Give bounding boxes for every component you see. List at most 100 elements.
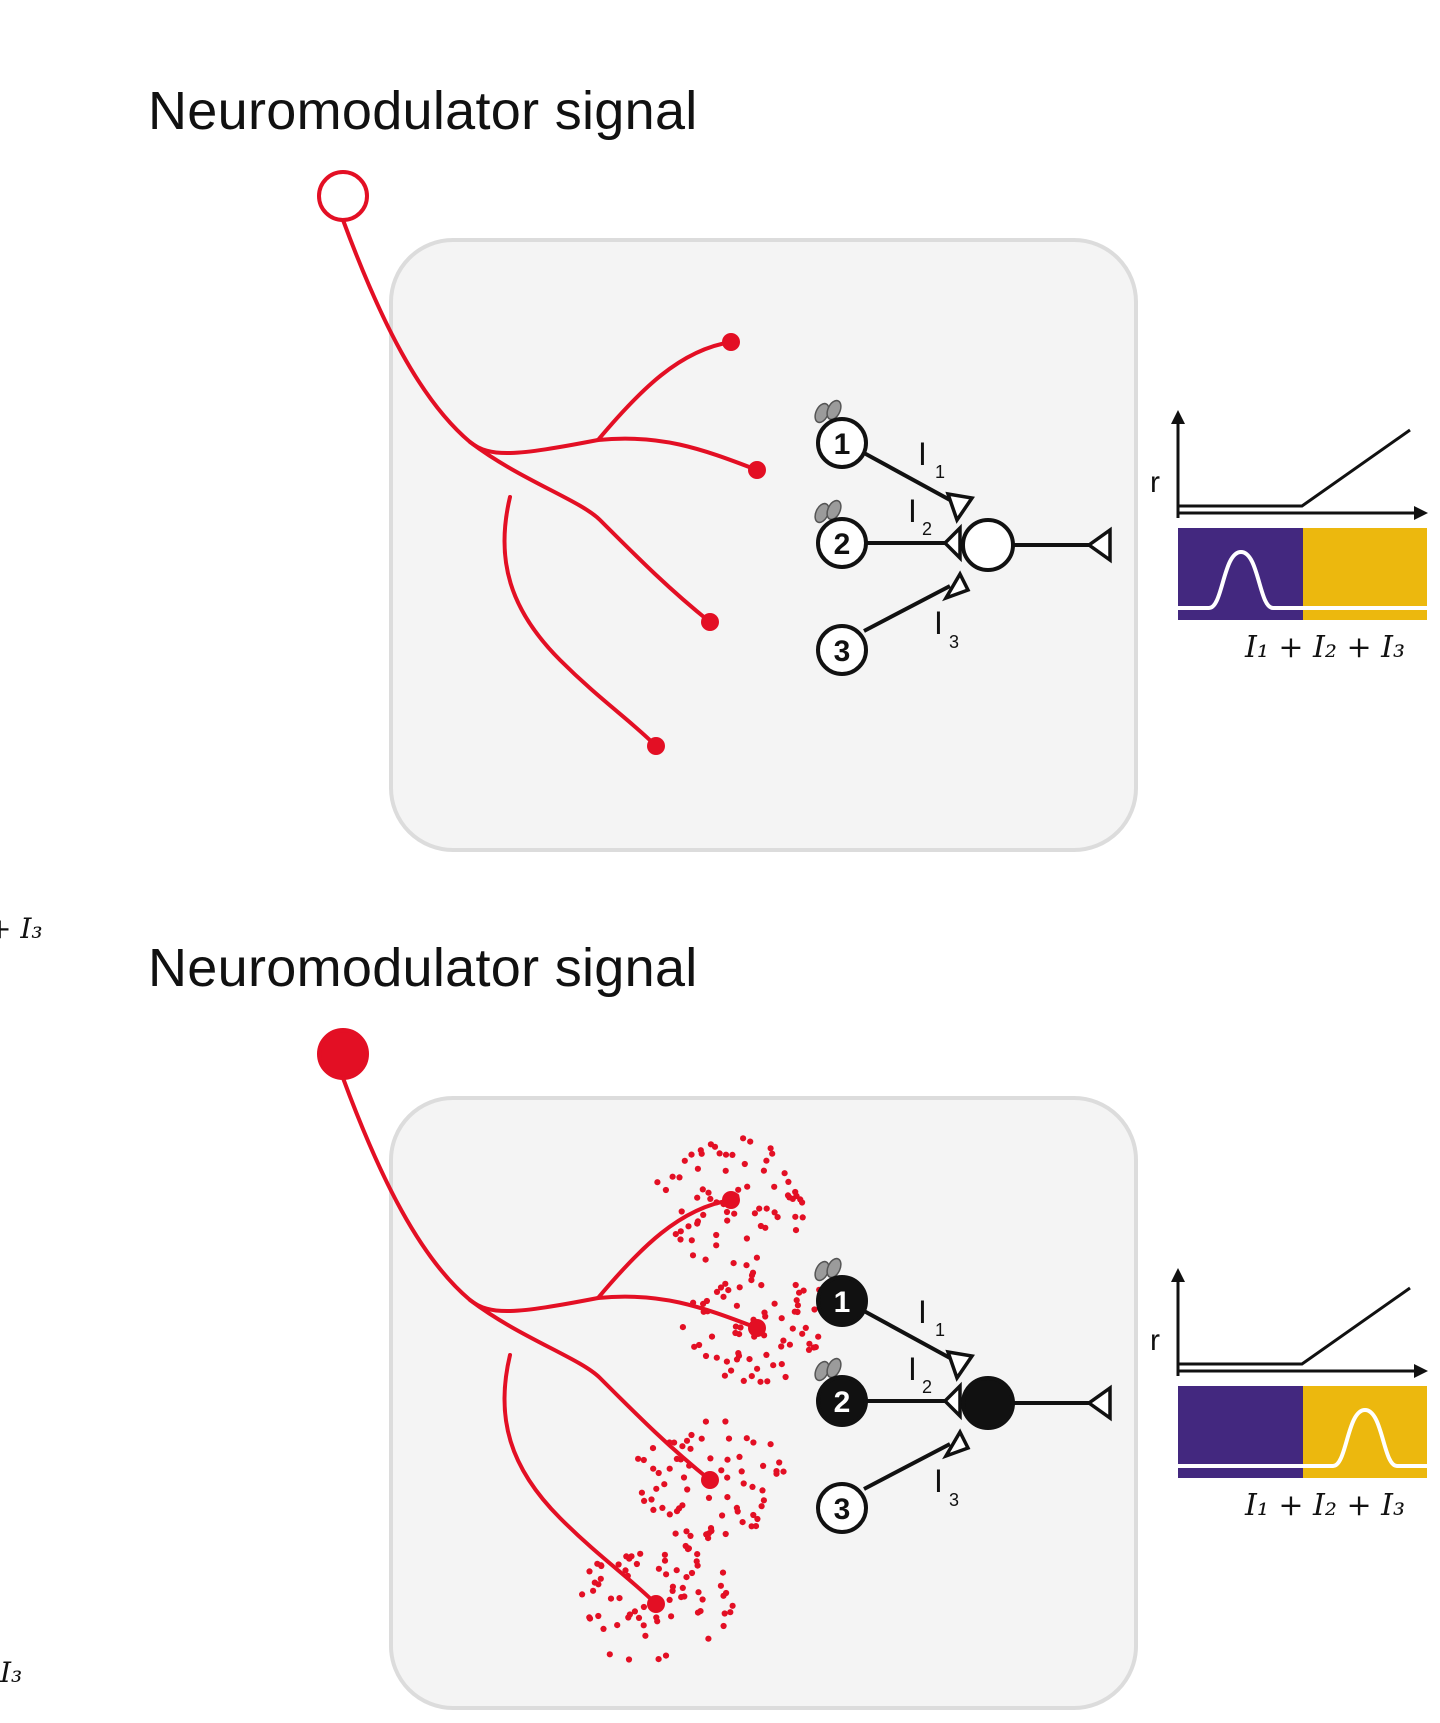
release-dot	[713, 1354, 720, 1361]
release-dot	[661, 1551, 669, 1558]
axon-branch-2	[596, 436, 759, 472]
release-dot	[702, 1256, 709, 1263]
release-dot	[595, 1612, 602, 1620]
release-dot	[748, 1373, 755, 1380]
release-dot	[662, 1186, 670, 1194]
release-dot	[723, 1358, 731, 1365]
release-dot	[729, 1602, 736, 1609]
release-dot	[789, 1325, 796, 1332]
release-dot	[683, 1437, 691, 1444]
tag-icon	[826, 1357, 842, 1379]
release-dot	[770, 1362, 777, 1369]
release-dot	[650, 1506, 657, 1513]
axon-terminal-3	[701, 1471, 719, 1489]
release-dot	[735, 1350, 742, 1357]
release-dot	[688, 1151, 695, 1158]
release-dot	[740, 1480, 747, 1487]
release-dot	[736, 1453, 743, 1460]
axon-terminal-4	[647, 1595, 665, 1613]
release-dot	[659, 1504, 666, 1511]
release-dot	[748, 1277, 755, 1284]
current-subscript-1: 1	[935, 462, 945, 482]
release-dot	[739, 1519, 746, 1526]
output-synapse	[1085, 1384, 1112, 1422]
release-dot	[642, 1632, 649, 1639]
release-dot	[683, 1574, 690, 1581]
release-dot	[746, 1356, 753, 1363]
release-dot	[792, 1188, 799, 1196]
release-dot	[721, 1372, 729, 1379]
release-dot	[685, 1223, 692, 1230]
release-dot	[716, 1150, 723, 1157]
release-dot	[689, 1252, 697, 1259]
axon-trunk	[341, 218, 600, 455]
release-dot	[698, 1150, 705, 1157]
release-dot	[673, 1567, 680, 1574]
release-dot	[784, 1192, 792, 1199]
release-dot	[752, 1523, 760, 1530]
synapse-2	[942, 523, 962, 563]
connection-1	[863, 1309, 951, 1360]
current-label-2: I	[908, 493, 917, 529]
activity-bump	[1178, 549, 1427, 610]
release-dot	[720, 1622, 727, 1630]
release-dot	[740, 1135, 747, 1142]
release-dot	[757, 1378, 764, 1385]
release-dot	[676, 1174, 683, 1181]
release-dot	[722, 1167, 729, 1174]
release-dot	[722, 1151, 730, 1158]
release-dot	[679, 1584, 686, 1591]
release-dot	[764, 1378, 771, 1385]
synapse-2	[942, 1381, 962, 1421]
release-dot	[757, 1222, 765, 1230]
x-axis-arrow	[1414, 1364, 1428, 1378]
release-dot	[750, 1439, 757, 1446]
release-dot	[793, 1297, 800, 1304]
current-subscript-3: 3	[949, 632, 959, 652]
release-dot	[774, 1214, 781, 1221]
input-neuron-label: 1	[834, 1286, 851, 1319]
axon-terminal-2	[748, 461, 766, 479]
input-neuron-1	[816, 417, 868, 469]
release-dot	[705, 1189, 712, 1196]
rate-axis-label: r	[1150, 1324, 1160, 1357]
output-synapse	[1085, 526, 1112, 564]
input-neuron-1	[816, 1275, 868, 1327]
release-dot	[763, 1157, 770, 1164]
release-dot	[679, 1502, 686, 1509]
release-dot	[743, 1235, 751, 1242]
release-dot	[737, 1324, 744, 1331]
release-dot	[579, 1591, 586, 1598]
release-dot	[677, 1236, 684, 1243]
release-dot	[673, 1508, 681, 1515]
release-dot	[707, 1455, 714, 1462]
release-dot	[719, 1569, 727, 1576]
release-dot	[682, 1542, 689, 1550]
release-dot	[786, 1341, 794, 1348]
axon-branch-1	[596, 1198, 733, 1300]
release-dot	[767, 1145, 774, 1152]
current-label-1: I	[918, 1294, 927, 1330]
release-dot	[649, 1445, 657, 1452]
release-dot	[641, 1497, 648, 1504]
synapse-3	[942, 570, 971, 602]
release-dot	[661, 1557, 669, 1564]
release-dot	[699, 1596, 706, 1603]
release-dot	[780, 1337, 787, 1344]
transfer-curve	[1178, 1286, 1411, 1366]
panel-box	[389, 1096, 1138, 1710]
suprathreshold-region	[1303, 528, 1427, 620]
panel-title-bottom: Neuromodulator signal	[148, 938, 698, 998]
release-dot	[700, 1211, 707, 1218]
release-dot	[722, 1280, 729, 1287]
release-dot	[705, 1494, 713, 1501]
release-dot	[693, 1558, 700, 1565]
summed-input-label: I₁ + I₂ + I₃	[1244, 630, 1405, 665]
release-dot	[806, 1340, 813, 1347]
subthreshold-region	[1178, 528, 1303, 620]
synapse-3	[942, 1428, 971, 1460]
release-dot	[776, 1459, 783, 1466]
release-dot	[607, 1595, 615, 1602]
release-dot	[672, 1530, 679, 1537]
